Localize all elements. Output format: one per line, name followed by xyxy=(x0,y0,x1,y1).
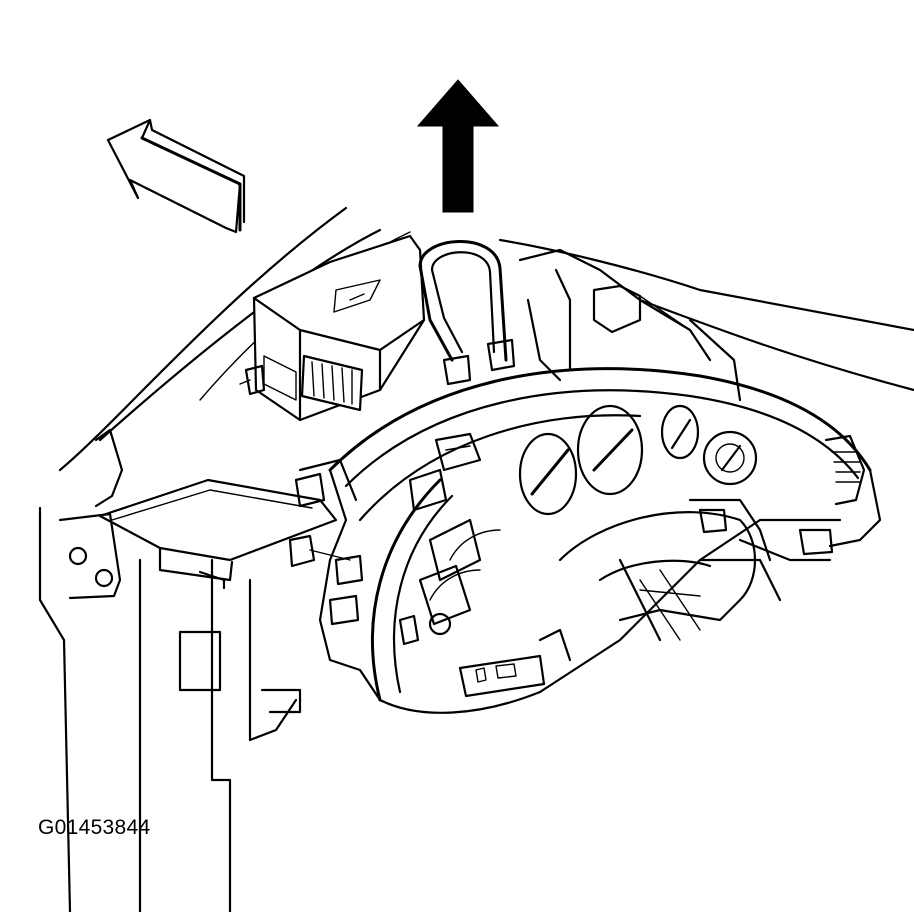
figure-id-label: G01453844 xyxy=(38,816,151,839)
dash-shelf xyxy=(98,478,338,590)
carrier-left-brackets xyxy=(288,432,501,702)
wiring-harness-loop xyxy=(418,240,516,386)
junction-box-module xyxy=(239,234,426,422)
lower-center-panel xyxy=(458,628,572,698)
right-lower-structure xyxy=(618,538,832,642)
left-body-panel xyxy=(38,428,302,912)
instrument-panel-carrier xyxy=(328,367,882,714)
solid-arrow-up-icon xyxy=(416,79,500,213)
outline-arrow-up-left-icon xyxy=(106,118,246,234)
gauge-cluster xyxy=(518,404,758,516)
hvac-duct xyxy=(518,248,742,402)
